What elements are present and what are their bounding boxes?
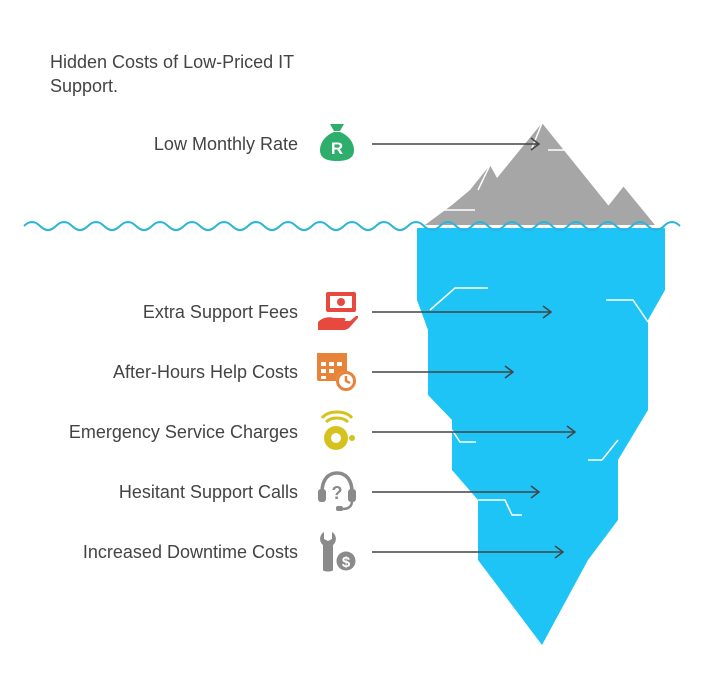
wrench-dollar-icon: $: [316, 530, 358, 572]
arrow-head: [530, 137, 541, 151]
arrow-head: [542, 305, 553, 319]
arrow-head: [504, 365, 515, 379]
svg-text:R: R: [331, 139, 343, 158]
diagram-title: Hidden Costs of Low-Priced IT Support.: [50, 52, 294, 96]
arrow-head: [566, 425, 577, 439]
label-emergency-service-charges: Emergency Service Charges: [68, 422, 298, 442]
iceberg-tip-highlight: [607, 185, 624, 206]
hand-holding-cash-icon: [316, 290, 358, 332]
iceberg-underwater-highlight: [478, 499, 522, 516]
iceberg-underwater: [417, 228, 665, 645]
iceberg-tip-highlight: [477, 164, 491, 191]
water-line: [23, 221, 681, 231]
calendar-clock-icon: [316, 350, 358, 392]
arrow-head: [530, 485, 541, 499]
arrow-head: [554, 545, 565, 559]
iceberg-underwater-highlight: [429, 287, 488, 311]
label-low-monthly-rate: Low Monthly Rate: [153, 134, 298, 154]
headset-question-icon: ?: [316, 470, 358, 512]
label-after-hours-help-costs: After-Hours Help Costs: [112, 362, 298, 382]
label-increased-downtime-costs: Increased Downtime Costs: [82, 542, 298, 562]
iceberg-underwater-highlight: [606, 299, 649, 323]
svg-text:?: ?: [332, 483, 343, 503]
svg-text:$: $: [342, 554, 351, 571]
iceberg-tip: [425, 123, 655, 225]
money-bag-rand-icon: R: [316, 120, 358, 162]
label-hesitant-support-calls: Hesitant Support Calls: [118, 482, 298, 502]
label-extra-support-fees: Extra Support Fees: [142, 302, 298, 322]
alarm-bell-icon: [316, 410, 358, 452]
iceberg-underwater-highlight: [451, 429, 476, 443]
iceberg-underwater-highlight: [588, 439, 619, 461]
